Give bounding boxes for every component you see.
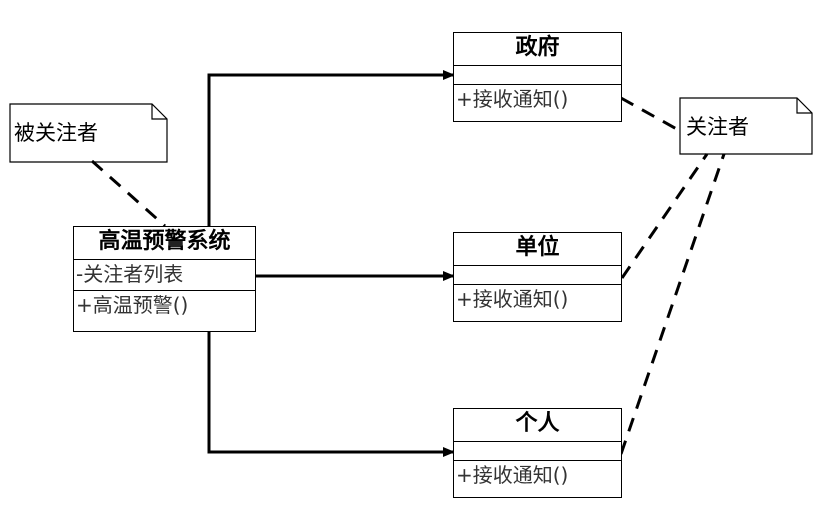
subject-class-name: 高温预警系统 (74, 227, 255, 260)
observer-class-box-government: 政府 +接收通知() (453, 32, 622, 122)
observer-note-label: 关注者 (686, 115, 749, 139)
observer-note-connector-person (619, 153, 726, 455)
observer-class-name: 个人 (454, 409, 621, 442)
observer-operation: +接收通知() (456, 87, 569, 111)
subject-note-connector (91, 159, 166, 228)
observer-attributes-empty (454, 266, 621, 285)
observer-note-connector-gov (620, 96, 683, 134)
subject-class-box: 高温预警系统 -关注者列表 +高温预警() (73, 226, 256, 332)
observer-attributes-empty (454, 442, 621, 461)
subject-note (9, 103, 168, 163)
subject-attribute: -关注者列表 (74, 260, 255, 291)
observer-class-box-person: 个人 +接收通知() (453, 408, 622, 498)
observer-operation: +接收通知() (456, 463, 569, 487)
observer-attributes-empty (454, 66, 621, 85)
arrow-to-government (207, 70, 455, 226)
observer-note (679, 97, 813, 155)
observer-note-connector-unit (620, 153, 709, 279)
subject-note-label: 被关注者 (14, 121, 98, 145)
observer-class-name: 政府 (454, 33, 621, 66)
arrow-to-person (207, 331, 455, 457)
observer-class-name: 单位 (454, 233, 621, 266)
observer-operation: +接收通知() (456, 287, 569, 311)
observer-class-box-unit: 单位 +接收通知() (453, 232, 622, 322)
subject-operation: +高温预警() (76, 293, 189, 317)
